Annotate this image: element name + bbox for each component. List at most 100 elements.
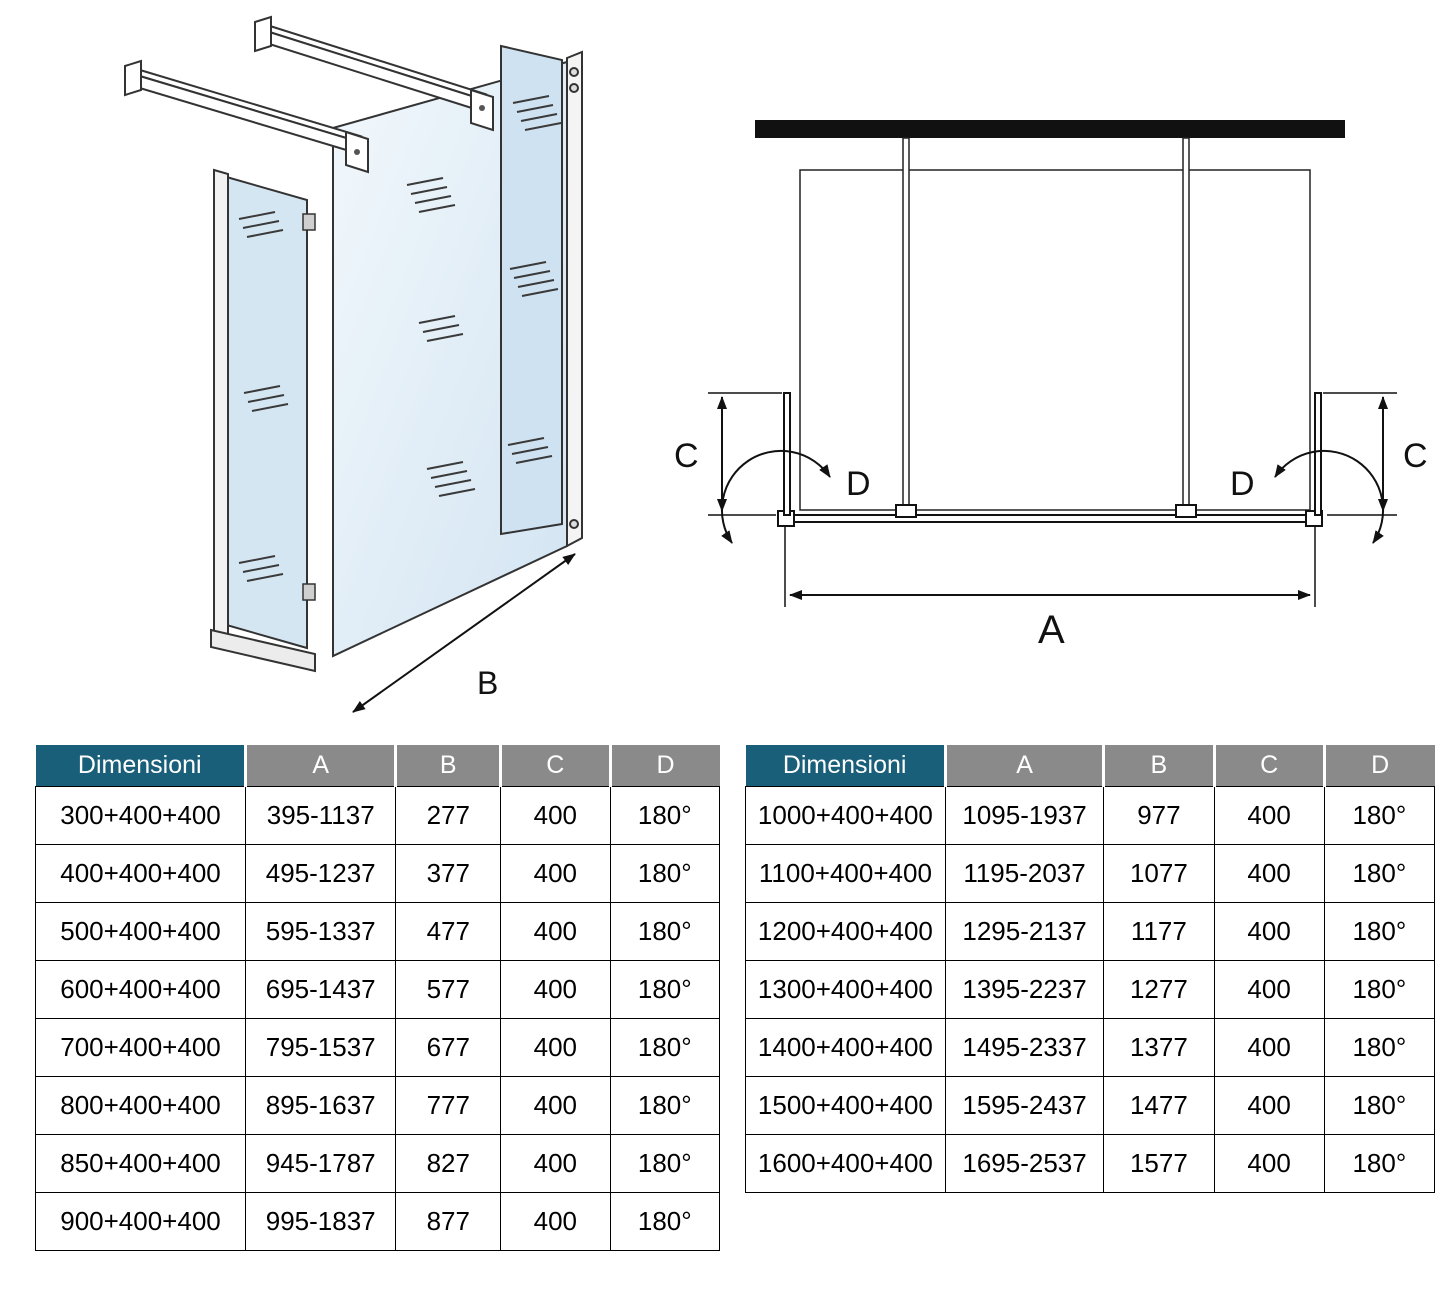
dimension-cell: 300+400+400	[35, 786, 246, 845]
support-bar-lower	[124, 59, 369, 174]
dimension-cell: 827	[395, 1134, 502, 1193]
column-header-b: B	[395, 745, 503, 787]
dimension-cell: 1500+400+400	[745, 1076, 946, 1135]
dimension-cell: 777	[395, 1076, 502, 1135]
d-swing-label-right: D	[1230, 465, 1255, 503]
dimension-cell: 400	[1213, 844, 1325, 903]
dimension-cell: 477	[395, 902, 502, 961]
dimension-cell: 400	[500, 844, 611, 903]
tray-outline	[799, 169, 1311, 511]
c-dimension-left	[708, 392, 782, 516]
column-header-c: C	[500, 745, 612, 787]
dimension-cell: 400	[1213, 1018, 1325, 1077]
dimension-cell: 700+400+400	[35, 1018, 246, 1077]
dimension-cell: 1400+400+400	[745, 1018, 946, 1077]
dimension-cell: 180°	[609, 960, 721, 1019]
dimension-cell: 277	[395, 786, 502, 845]
dimension-cell: 977	[1103, 786, 1215, 845]
dimension-cell: 900+400+400	[35, 1192, 246, 1251]
dimension-cell: 1000+400+400	[745, 786, 946, 845]
right-return-panel-plan	[1314, 392, 1322, 516]
dimension-cell: 595-1337	[244, 902, 397, 961]
dimension-cell: 180°	[609, 786, 721, 845]
dimension-cell: 995-1837	[244, 1192, 397, 1251]
dimension-cell: 180°	[609, 1018, 721, 1077]
wall	[755, 120, 1345, 138]
dimension-cell: 180°	[1323, 844, 1436, 903]
dimension-cell: 945-1787	[244, 1134, 397, 1193]
dimension-cell: 850+400+400	[35, 1134, 246, 1193]
dimension-cell: 1300+400+400	[745, 960, 946, 1019]
column-header-dimensioni: Dimensioni	[745, 745, 947, 787]
dimension-cell: 400	[500, 960, 611, 1019]
a-dimension	[784, 527, 1316, 607]
column-header-a: A	[945, 745, 1106, 787]
dimension-cell: 400	[1213, 786, 1325, 845]
dimension-cell: 600+400+400	[35, 960, 246, 1019]
dimension-cell: 1200+400+400	[745, 902, 946, 961]
dimension-cell: 1477	[1103, 1076, 1215, 1135]
dimension-cell: 180°	[1323, 1076, 1436, 1135]
dimension-cell: 400	[500, 902, 611, 961]
dimension-cell: 400	[500, 1076, 611, 1135]
dimension-cell: 180°	[1323, 902, 1436, 961]
column-header-dimensioni: Dimensioni	[35, 745, 247, 787]
ceiling-support-bars	[902, 137, 1190, 511]
dimension-cell: 877	[395, 1192, 502, 1251]
dimension-cell: 1195-2037	[944, 844, 1105, 903]
dimension-cell: 180°	[609, 844, 721, 903]
c-dimension-right	[1323, 392, 1397, 516]
support-bar-upper	[254, 15, 494, 132]
dimension-cell: 1277	[1103, 960, 1215, 1019]
dimension-cell: 1295-2137	[944, 902, 1105, 961]
right-return-panel	[500, 44, 563, 536]
swing-arcs	[721, 449, 1384, 544]
dimension-cell: 500+400+400	[35, 902, 246, 961]
depth-dimension: B	[352, 553, 576, 713]
dimension-cell: 795-1537	[244, 1018, 397, 1077]
dimension-cell: 180°	[609, 1192, 721, 1251]
dimension-cell: 400	[500, 1192, 611, 1251]
dimension-cell: 400	[1213, 902, 1325, 961]
dimension-cell: 180°	[609, 1076, 721, 1135]
dimension-cell: 400+400+400	[35, 844, 246, 903]
dimension-cell: 377	[395, 844, 502, 903]
dimension-cell: 1695-2537	[944, 1134, 1105, 1193]
right-wall-profile	[566, 50, 583, 548]
dimension-cell: 180°	[609, 902, 721, 961]
dimension-cell: 400	[1213, 960, 1325, 1019]
left-return-panel	[210, 168, 316, 673]
dimension-cell: 180°	[609, 1134, 721, 1193]
column-header-a: A	[245, 745, 398, 787]
dimension-cell: 400	[1213, 1076, 1325, 1135]
c-dimension-label-left: C	[674, 437, 699, 475]
dimension-cell: 677	[395, 1018, 502, 1077]
left-return-panel-plan	[783, 392, 791, 516]
dimension-cell: 1577	[1103, 1134, 1215, 1193]
dimension-cell: 400	[1213, 1134, 1325, 1193]
column-header-d: D	[1324, 745, 1435, 787]
column-header-b: B	[1103, 745, 1216, 787]
dimension-cell: 695-1437	[244, 960, 397, 1019]
dimension-cell: 1077	[1103, 844, 1215, 903]
dimension-cell: 400	[500, 1018, 611, 1077]
depth-dimension-label: B	[477, 665, 498, 701]
dimension-cell: 577	[395, 960, 502, 1019]
dimension-cell: 180°	[1323, 1018, 1436, 1077]
top-view-diagram: C C D D A	[674, 120, 1428, 652]
